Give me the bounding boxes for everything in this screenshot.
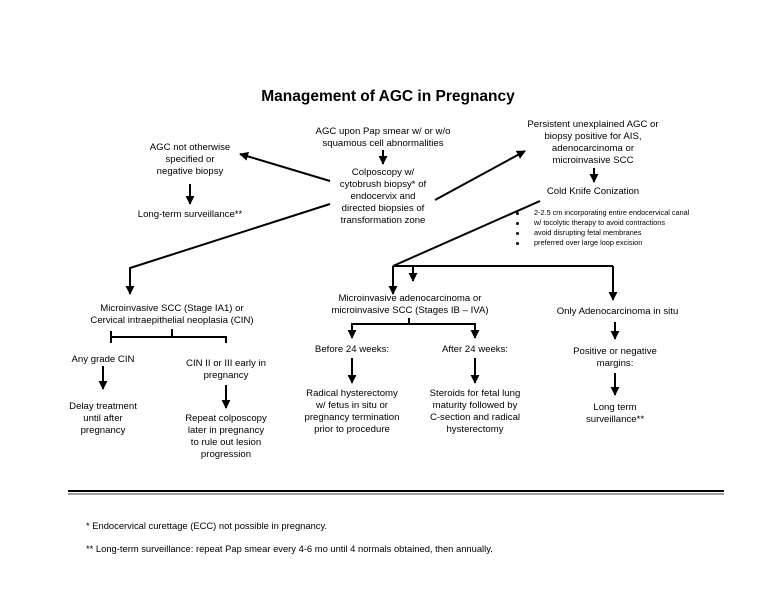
conization-note: avoid disrupting fetal membranes [514,228,709,238]
surveillance-left-box: Long-term surveillance** [137,209,243,220]
conization-note: preferred over large loop excision [514,238,709,248]
footnote-surveillance: ** Long-term surveillance: repeat Pap sm… [86,543,493,554]
conization-notes-list: 2-2.5 cm incorporating entire endocervic… [514,208,709,248]
before-24-weeks-box: Before 24 weeks: [314,344,390,355]
cin-2-3-box: CIN II or III early in pregnancy [186,358,266,381]
conization-note: w/ tocolytic therapy to avoid contractio… [514,218,709,228]
microinvasive-scc-box: Microinvasive SCC (Stage IA1) or Cervica… [90,303,254,326]
arrow-colposcopy-to-persistent [434,150,526,201]
arrow-colposcopy-to-agc-nos [239,152,331,182]
agc-pap-smear-box: AGC upon Pap smear w/ or w/o squamous ce… [315,126,451,149]
arrow-adeno-to-after24 [409,323,480,339]
conization-note: 2-2.5 cm incorporating entire endocervic… [514,208,709,218]
margins-box: Positive or negative margins: [573,346,657,369]
cold-knife-conization-box: Cold Knife Conization [546,186,640,197]
steroids-box: Steroids for fetal lung maturity followe… [429,388,521,435]
scc-split-line [110,331,227,343]
repeat-colposcopy-box: Repeat colposcopy later in pregnancy to … [185,413,267,460]
microinvasive-adeno-box: Microinvasive adenocarcinoma or microinv… [331,293,489,316]
surveillance-right-box: Long term surveillance** [585,402,645,425]
radical-hysterectomy-box: Radical hysterectomy w/ fetus in situ or… [304,388,400,435]
after-24-weeks-box: After 24 weeks: [441,344,509,355]
footnote-ecc: * Endocervical curettage (ECC) not possi… [86,520,328,531]
delay-treatment-box: Delay treatment until after pregnancy [69,401,137,436]
arrow-colposcopy-to-scc [125,203,331,295]
any-grade-cin-box: Any grade CIN [71,354,135,365]
persistent-agc-box: Persistent unexplained AGC or biopsy pos… [527,119,659,166]
agc-nos-box: AGC not otherwise specified or negative … [149,142,231,177]
colposcopy-box: Colposcopy w/ cytobrush biopsy* of endoc… [339,167,427,226]
ais-only-box: Only Adenocarcinoma in situ [556,306,679,317]
chart-title: Management of AGC in Pregnancy [261,88,515,105]
arrow-adeno-to-before24 [347,323,409,339]
